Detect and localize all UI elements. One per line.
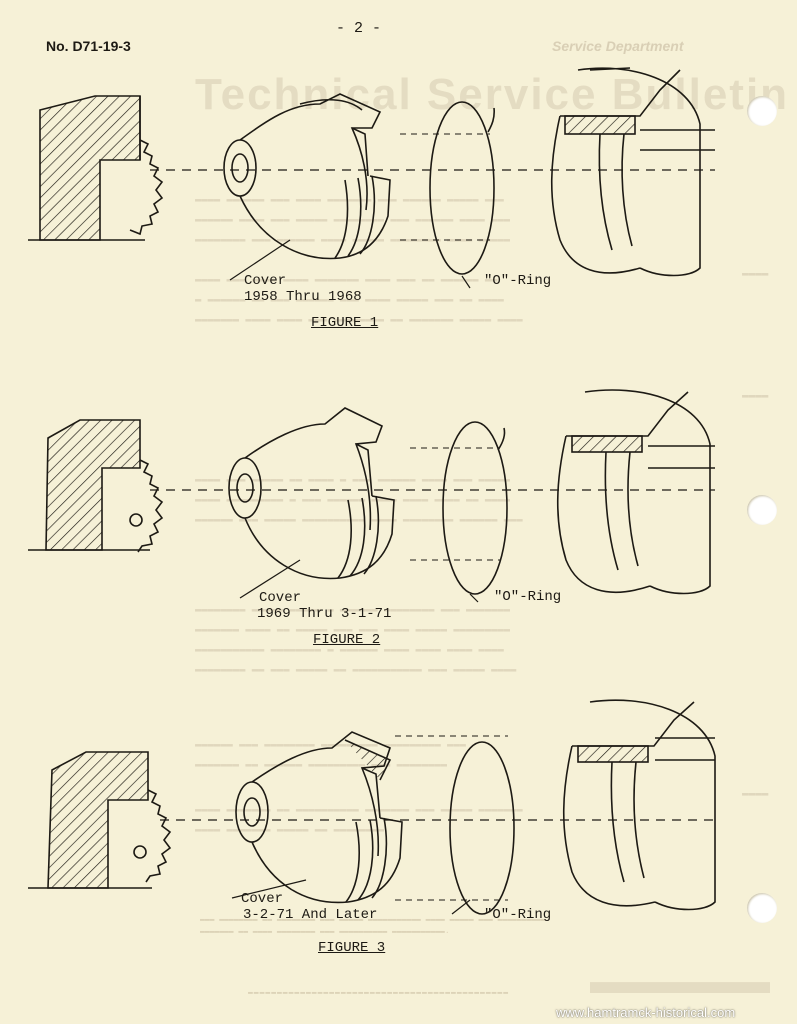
bleed-through-logo: ▬▬▬▬▬ (590, 960, 770, 1001)
figure-2-cover-label: Cover (259, 590, 302, 606)
figure-1-cover-label: Cover (244, 273, 287, 289)
figure-1-ring-label: "O"-Ring (484, 273, 552, 289)
bleed-through-side: ▬▬▬▬ (742, 390, 769, 402)
bleed-through-paragraph: ▬▬▬▬ ▬▬▬▬▬▬ ▬▬▬ ▬▬▬▬ ▬▬▬▬▬▬▬ ▬▬▬ ▬▬▬▬▬▬ … (195, 194, 523, 326)
punch-hole (747, 893, 777, 923)
bleed-through-side: ▬▬▬▬ (742, 788, 769, 800)
figure-3-years-label: 3-2-71 And Later (243, 907, 378, 923)
figure-3-title: FIGURE 3 (318, 940, 386, 956)
punch-hole (747, 96, 777, 126)
page-number: - 2 - (336, 20, 382, 37)
bleed-through-text: Service Department (552, 38, 684, 54)
site-watermark: www.hamtramck-historical.com (556, 1005, 736, 1020)
bleed-through-footer: ▬▬▬▬▬▬▬▬▬▬▬▬▬▬▬▬▬▬▬▬▬▬▬▬▬▬▬▬▬▬▬▬▬▬▬▬▬▬▬▬… (248, 988, 510, 997)
figure-3-drawing (28, 699, 716, 915)
bleed-through-notice: ▬▬▬ ▬▬▬▬▬▬▬▬ ▬▬ ▬▬▬▬▬▬▬▬ ▬▬▬ ▬▬▬▬▬ ▬▬▬▬▬… (200, 915, 546, 936)
figure-1-title: FIGURE 1 (311, 315, 379, 331)
figure-2-ring-label: "O"-Ring (494, 589, 562, 605)
figure-2-title: FIGURE 2 (313, 632, 381, 648)
bleed-through-paragraph: ▬▬▬▬ ▬▬▬▬▬▬▬ ▬▬ ▬▬▬▬▬▬▬▬▬▬ ▬▬▬▬▬▬▬ ▬▬▬ ▬… (195, 804, 523, 836)
punch-hole (747, 495, 777, 525)
figure-1-drawing (28, 67, 715, 289)
figure-1-years-label: 1958 Thru 1968 (244, 289, 362, 305)
bleed-through-paragraph: ▬▬▬▬ ▬▬▬ ▬▬▬▬▬ ▬▬ ▬▬▬▬ ▬ ▬▬▬ ▬▬▬▬▬▬ ▬▬▬▬… (195, 474, 523, 526)
figure-2-drawing (28, 389, 715, 603)
bleed-through-paragraph: ▬▬▬▬▬▬▬▬ ▬▬▬▬▬ ▬▬▬▬▬ ▬ ▬▬▬▬▬▬ ▬▬▬▬▬▬▬▬ ▬… (195, 604, 517, 676)
figure-2-years-label: 1969 Thru 3-1-71 (257, 606, 392, 622)
figure-3-cover-label: Cover (241, 891, 284, 907)
bleed-through-side: ▬▬▬▬ (742, 268, 769, 280)
document-number: No. D71-19-3 (46, 38, 131, 54)
figure-3-ring-label: "O"-Ring (484, 907, 552, 923)
bleed-through-title: Technical Service Bulletin (195, 70, 790, 119)
